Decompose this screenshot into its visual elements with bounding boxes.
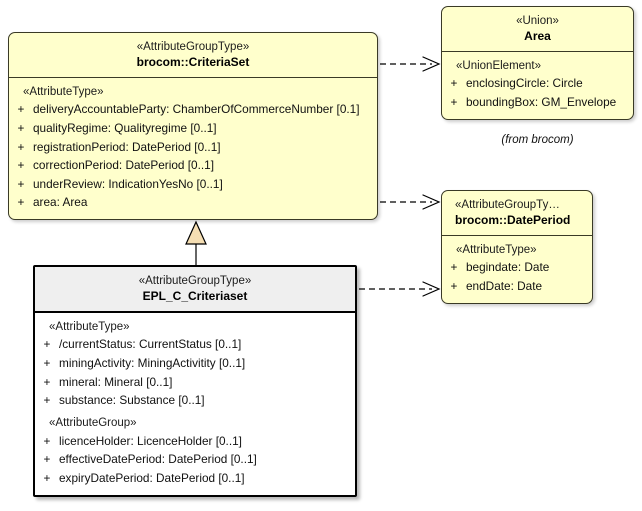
- class-brocom-criteriaset[interactable]: «AttributeGroupType» brocom::CriteriaSet…: [8, 32, 378, 221]
- class-header-criteriaset: «AttributeGroupType» brocom::CriteriaSet: [9, 33, 377, 78]
- attribute-row[interactable]: + qualityRegime: Qualityregime [0..1]: [9, 120, 377, 139]
- attribute-row[interactable]: + /currentStatus: CurrentStatus [0..1]: [35, 336, 355, 355]
- attribute-text: effectiveDatePeriod: DatePeriod [0..1]: [59, 452, 257, 467]
- attribute-row[interactable]: + effectiveDatePeriod: DatePeriod [0..1]: [35, 451, 355, 470]
- attribute-text: area: Area: [33, 195, 88, 210]
- class-name: brocom::DatePeriod: [455, 213, 571, 228]
- class-name: EPL_C_Criteriaset: [142, 289, 248, 304]
- attribute-row[interactable]: + mineral: Mineral [0..1]: [35, 373, 355, 392]
- class-body-criteriaset: «AttributeType» + deliveryAccountablePar…: [9, 78, 377, 219]
- dependency-epl-to-dateperiod[interactable]: [359, 281, 441, 297]
- attribute-visibility: +: [17, 102, 25, 117]
- attribute-group-stereotype: «UnionElement»: [456, 60, 542, 72]
- class-name: brocom::CriteriaSet: [136, 55, 250, 70]
- attribute-row[interactable]: + miningActivity: MiningActivitity [0..1…: [35, 355, 355, 374]
- attribute-text: substance: Substance [0..1]: [59, 393, 205, 408]
- attribute-visibility: +: [450, 260, 458, 275]
- class-brocom-dateperiod[interactable]: «AttributeGroupTy… brocom::DatePeriod «A…: [441, 190, 593, 305]
- attribute-text: /currentStatus: CurrentStatus [0..1]: [59, 337, 242, 352]
- class-area[interactable]: «Union» Area «UnionElement» + enclosingC…: [441, 6, 634, 121]
- attribute-visibility: +: [17, 195, 25, 210]
- class-header-dateperiod: «AttributeGroupTy… brocom::DatePeriod: [442, 191, 592, 236]
- attribute-row[interactable]: + endDate: Date: [442, 278, 592, 297]
- attribute-row[interactable]: + begindate: Date: [442, 259, 592, 278]
- class-stereotype: «AttributeGroupType»: [136, 41, 250, 53]
- attribute-visibility: +: [450, 278, 458, 293]
- dependency-criteriaset-to-area[interactable]: [380, 56, 441, 72]
- attribute-visibility: +: [17, 120, 25, 135]
- attribute-visibility: +: [450, 94, 458, 109]
- attribute-row[interactable]: + underReview: IndicationYesNo [0..1]: [9, 175, 377, 194]
- class-header-epl-criteriaset: «AttributeGroupType» EPL_C_Criteriaset: [35, 267, 355, 313]
- attribute-text: deliveryAccountableParty: ChamberOfComme…: [33, 102, 360, 117]
- attribute-text: correctionPeriod: DatePeriod [0..1]: [33, 158, 214, 173]
- attribute-visibility: +: [43, 393, 51, 408]
- attribute-visibility: +: [17, 158, 25, 173]
- attribute-row[interactable]: + deliveryAccountableParty: ChamberOfCom…: [9, 101, 377, 120]
- class-body-area: «UnionElement» + enclosingCircle: Circle…: [442, 52, 633, 119]
- class-header-area: «Union» Area: [442, 7, 633, 52]
- attribute-text: miningActivity: MiningActivitity [0..1]: [59, 355, 246, 370]
- attribute-text: enclosingCircle: Circle: [466, 76, 583, 91]
- attribute-visibility: +: [450, 76, 458, 91]
- attribute-visibility: +: [43, 470, 51, 485]
- attribute-text: begindate: Date: [466, 260, 550, 275]
- class-body-dateperiod: «AttributeType» + begindate: Date + endD…: [442, 236, 592, 303]
- attribute-group-stereotype: «AttributeGroup»: [49, 417, 137, 430]
- dependency-criteriaset-to-dateperiod[interactable]: [380, 194, 441, 210]
- attribute-text: expiryDatePeriod: DatePeriod [0..1]: [59, 470, 245, 485]
- attribute-row[interactable]: + substance: Substance [0..1]: [35, 392, 355, 411]
- attribute-group-stereotype: «AttributeType»: [456, 244, 537, 256]
- attribute-visibility: +: [17, 139, 25, 154]
- generalization-epl-to-criteriaset[interactable]: [185, 220, 207, 265]
- attribute-text: mineral: Mineral [0..1]: [59, 374, 173, 389]
- attribute-visibility: +: [17, 176, 25, 191]
- attribute-visibility: +: [43, 337, 51, 352]
- class-epl-c-criteriaset[interactable]: «AttributeGroupType» EPL_C_Criteriaset «…: [33, 265, 357, 498]
- attribute-text: registrationPeriod: DatePeriod [0..1]: [33, 139, 221, 154]
- attribute-row[interactable]: + boundingBox: GM_Envelope: [442, 94, 633, 113]
- attribute-row[interactable]: + licenceHolder: LicenceHolder [0..1]: [35, 432, 355, 451]
- class-stereotype: «AttributeGroupType»: [138, 275, 252, 287]
- attribute-text: licenceHolder: LicenceHolder [0..1]: [59, 433, 242, 448]
- attribute-row[interactable]: + area: Area: [9, 194, 377, 213]
- attribute-text: boundingBox: GM_Envelope: [466, 94, 617, 109]
- attribute-row[interactable]: + correctionPeriod: DatePeriod [0..1]: [9, 157, 377, 176]
- attribute-text: underReview: IndicationYesNo [0..1]: [33, 176, 223, 191]
- attribute-visibility: +: [43, 374, 51, 389]
- class-name: Area: [524, 29, 551, 44]
- class-stereotype: «AttributeGroupTy…: [455, 199, 560, 211]
- attribute-visibility: +: [43, 433, 51, 448]
- area-package-caption: (from brocom): [501, 134, 574, 146]
- attribute-text: endDate: Date: [466, 278, 543, 293]
- attribute-group-stereotype: «AttributeType»: [23, 86, 104, 98]
- attribute-visibility: +: [43, 452, 51, 467]
- class-body-epl-criteriaset: «AttributeType» + /currentStatus: Curren…: [35, 313, 355, 495]
- attribute-group-stereotype: «AttributeType»: [49, 321, 130, 333]
- class-stereotype: «Union»: [516, 15, 559, 27]
- attribute-text: qualityRegime: Qualityregime [0..1]: [33, 120, 217, 135]
- attribute-row[interactable]: + enclosingCircle: Circle: [442, 75, 633, 94]
- attribute-row[interactable]: + registrationPeriod: DatePeriod [0..1]: [9, 138, 377, 157]
- attribute-visibility: +: [43, 355, 51, 370]
- attribute-row[interactable]: + expiryDatePeriod: DatePeriod [0..1]: [35, 469, 355, 488]
